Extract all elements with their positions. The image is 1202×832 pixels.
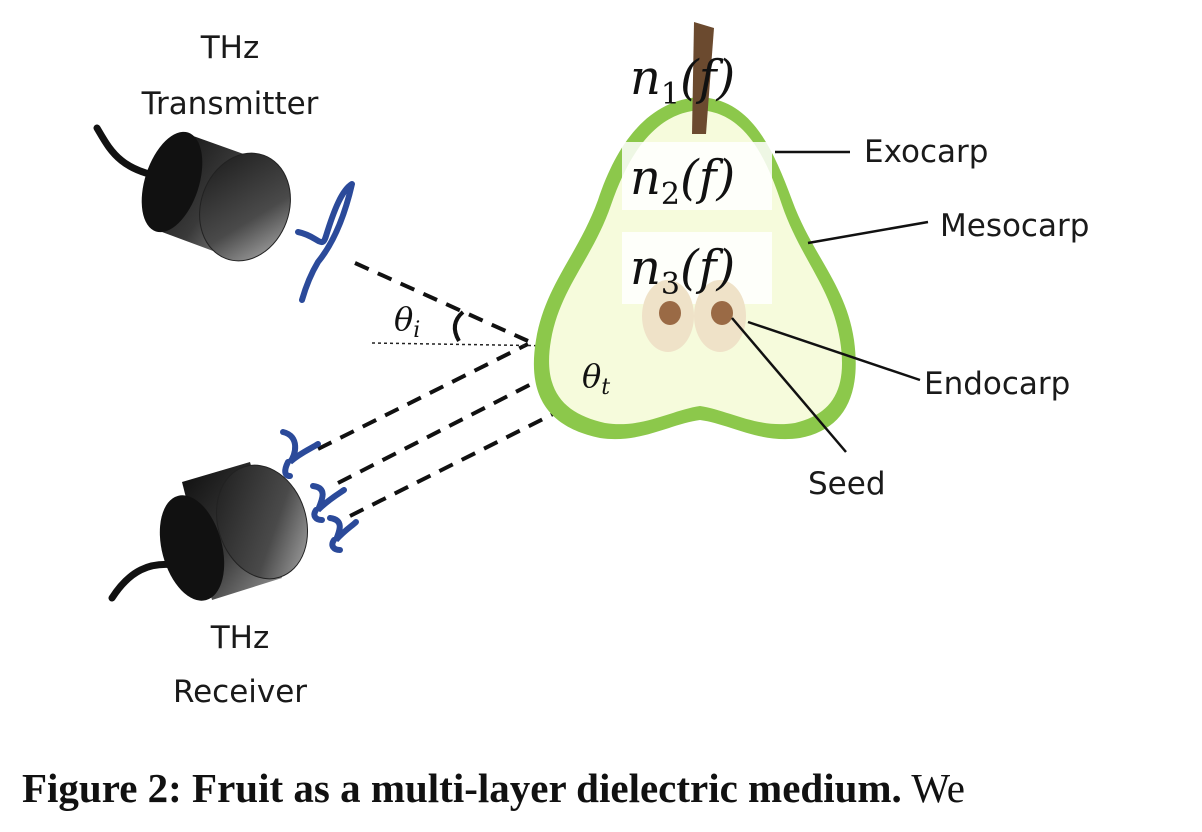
endocarp-pointer	[747, 320, 921, 382]
caption-bold: Figure 2: Fruit as a multi-layer dielect…	[22, 765, 902, 811]
transmitter-back	[141, 131, 203, 233]
caption-rest: We	[901, 765, 965, 811]
seed-pointer	[731, 317, 847, 453]
incident-beam	[354, 261, 529, 343]
figure-caption: Figure 2: Fruit as a multi-layer dielect…	[22, 764, 1192, 812]
pear-stem	[692, 22, 714, 134]
endocarp-label: Endocarp	[924, 366, 1070, 402]
seed-label: Seed	[808, 466, 886, 502]
pear	[533, 22, 856, 440]
received-pulse-2	[310, 483, 347, 523]
mesocarp-label: Mesocarp	[940, 208, 1089, 244]
transmitter-face	[199, 152, 291, 262]
reflected-beam-1	[317, 342, 529, 451]
received-pulse-1	[280, 429, 321, 479]
receiver-cable	[108, 560, 179, 602]
diagram-svg: THz Transmitter THz Receiver Exocarp Mes…	[93, 22, 1089, 710]
n2-label: n2(f)	[630, 150, 735, 212]
transmitter	[93, 124, 291, 262]
receiver-back	[159, 495, 225, 601]
transmitter-label-line2: Transmitter	[141, 86, 319, 122]
received-pulse-3	[327, 515, 359, 553]
n2-layer-box	[622, 142, 772, 210]
receiver	[108, 462, 309, 602]
received-pulses	[280, 429, 359, 553]
endocarp	[642, 280, 746, 352]
seed-right	[711, 301, 733, 325]
reflected-beam-3	[349, 406, 566, 518]
receiver-label-line2: Receiver	[173, 674, 307, 710]
seed-left	[659, 301, 681, 325]
exocarp-label: Exocarp	[864, 134, 988, 170]
receiver-label-line1: THz	[210, 620, 270, 656]
incident-angle-label: θi	[394, 300, 420, 343]
n1-label: n1(f)	[630, 50, 735, 112]
pointer-lines	[731, 150, 929, 453]
mesocarp-pointer	[807, 220, 929, 245]
incident-angle-arc	[452, 310, 465, 343]
incident-pulse	[295, 181, 355, 303]
n3-layer-box	[622, 232, 772, 304]
beams	[317, 261, 566, 518]
n3-label: n3(f)	[630, 240, 735, 302]
receiver-face	[215, 464, 309, 580]
transmitter-label-line1: THz	[200, 30, 260, 66]
reflected-beam-2	[337, 375, 546, 485]
transmitted-angle-label: θt	[582, 357, 610, 400]
